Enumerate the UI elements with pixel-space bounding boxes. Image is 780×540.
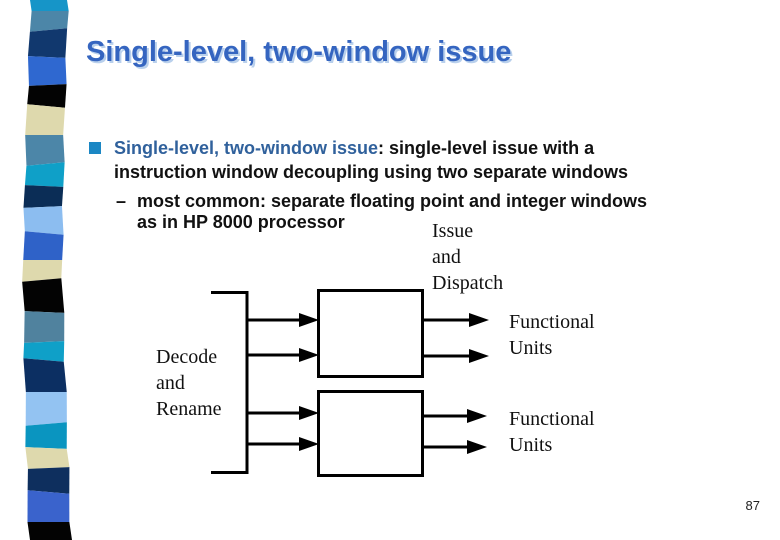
sub-bullet-line2: as in HP 8000 processor [137,212,345,232]
ribbon-stripe [23,358,67,392]
ribbon-stripe [27,28,68,58]
ribbon-stripe [22,260,63,282]
ribbon-stripe [24,311,65,343]
input-arrow-2 [248,348,319,362]
ribbon-stripe [25,392,67,426]
page-title: Single-level, two-window issue [86,36,512,68]
ribbon-stripe [23,206,64,235]
ribbon-stripe [27,522,72,540]
ribbon-stripe [30,0,69,11]
functional-units-bottom-label: Functional Units [509,408,595,456]
ribbon-stripe [27,490,70,522]
output-arrow-4 [424,440,487,454]
bullet-lead-rest: : single-level issue with a [378,138,595,158]
instruction-window-box-bottom [317,390,424,477]
issue-dispatch-label: Issue and Dispatch [432,220,504,294]
bullet-paragraph: Single-level, two-window issue: single-l… [114,136,754,184]
ribbon-stripe [25,104,65,135]
instruction-window-box-top [317,289,424,378]
functional-units-top-label: Functional Units [509,311,595,359]
ribbon-stripe [29,11,69,32]
page-number: 87 [745,498,760,513]
sub-bullet-dash-icon: – [116,191,127,211]
decode-bracket [211,291,249,474]
sub-bullet: – most common: separate floating point a… [116,191,766,233]
ribbon-stripe [27,56,67,86]
ribbon-stripe [23,231,64,260]
output-arrow-1 [424,313,489,327]
output-arrow-2 [424,349,489,363]
ribbon-decoration [22,0,72,540]
ribbon-stripe [27,467,70,494]
ribbon-stripe [24,162,65,187]
ribbon-stripe [25,447,70,469]
ribbon-stripe [22,278,65,313]
ribbon-stripe [27,84,67,108]
ribbon-stripe [25,422,67,449]
ribbon-stripe [25,135,65,166]
bullet-line2: instruction window decoupling using two … [114,162,629,182]
ribbon-stripe [23,341,65,362]
bullet-lead-text: Single-level, two-window issue [114,138,379,158]
sub-bullet-text: most common: separate floating point and… [137,191,647,233]
output-arrow-3 [424,409,487,423]
input-arrow-3 [248,406,319,420]
sub-bullet-line1: most common: separate floating point and… [137,191,648,211]
input-arrow-1 [248,313,319,327]
input-arrow-4 [248,437,319,451]
bullet-square-icon [89,142,101,154]
ribbon-stripe [23,185,64,208]
decode-rename-label: Decode and Rename [156,346,222,420]
